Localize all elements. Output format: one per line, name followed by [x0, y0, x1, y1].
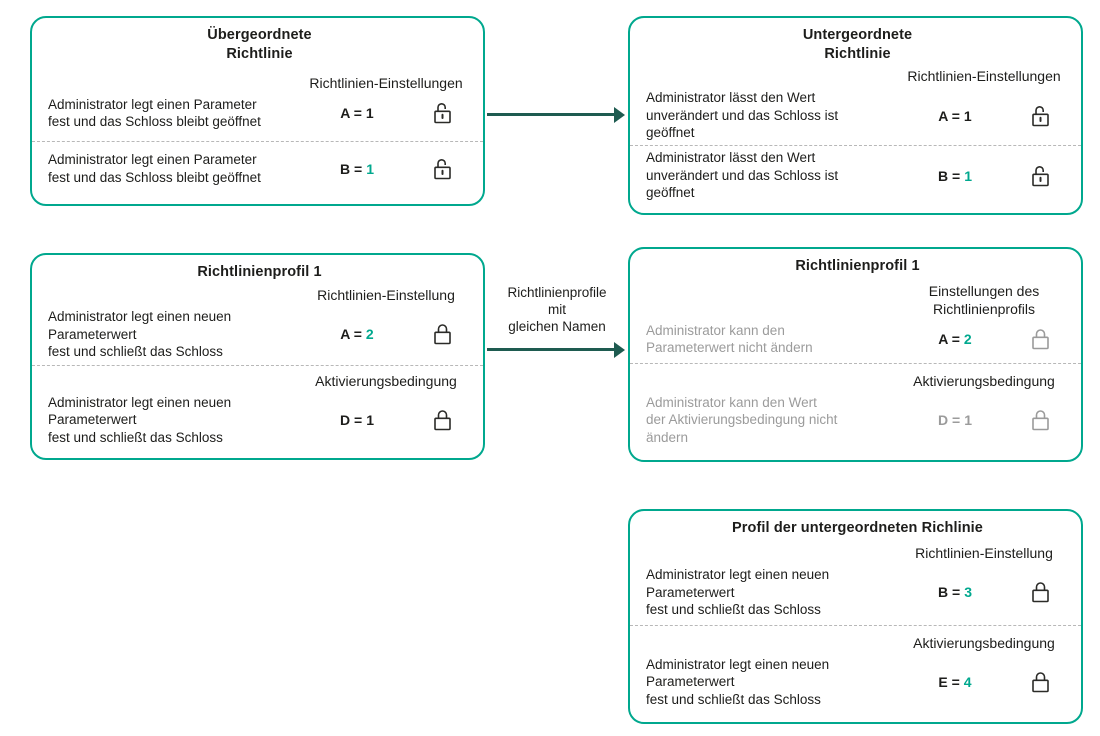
- policy-setting-section: Richtlinien-Einstellung Administrator le…: [48, 282, 471, 363]
- dashed-divider: [630, 145, 1081, 146]
- panel-title: Richtlinienprofil 1: [795, 258, 920, 274]
- profile-settings-section: Einstellungen des Richtlinienprofils Adm…: [646, 276, 1069, 361]
- arrow-label: Richtlinienprofile mit gleichen Namen: [507, 285, 607, 334]
- panel-title: Übergeordnete Richtlinie: [207, 27, 312, 62]
- parameter-number: 1: [964, 167, 972, 184]
- row-description: Administrator lässt den Wert unverändert…: [646, 150, 839, 201]
- parameter-value: E =4: [899, 674, 1011, 690]
- section-header: Aktivierungsbedingung: [913, 634, 1055, 651]
- row-description: Administrator legt einen Parameter fest …: [48, 96, 261, 130]
- open-lock-icon: [1011, 164, 1069, 188]
- parameter-value: A =1: [899, 108, 1011, 124]
- parameter-number: 3: [964, 584, 972, 601]
- section-header: Aktivierungsbedingung: [913, 372, 1055, 389]
- activation-condition-section: Aktivierungsbedingung Administrator kann…: [646, 366, 1069, 450]
- child-profile-panel: Profil der untergeordneten Richlinie Ric…: [628, 509, 1083, 724]
- parameter-number: 1: [366, 411, 374, 428]
- dashed-divider: [32, 140, 483, 142]
- policy-profile-panel: Richtlinienprofil 1 Richtlinien-Einstell…: [30, 253, 485, 460]
- open-lock-icon: [1011, 104, 1069, 128]
- policy-settings-section: Richtlinien-Einstellungen Administrator …: [48, 64, 471, 139]
- section-header: Aktivierungsbedingung: [315, 372, 457, 389]
- inherited-profile-panel: Richtlinienprofil 1 Einstellungen des Ri…: [628, 247, 1083, 462]
- parameter-name: B =: [340, 160, 363, 177]
- open-lock-icon: [413, 157, 471, 181]
- parameter-number: 1: [963, 107, 972, 124]
- parameter-value: D =1: [301, 412, 413, 428]
- section-header: Einstellungen des Richtlinienprofils: [928, 282, 1040, 317]
- parameter-number: 4: [963, 673, 972, 690]
- row-description: Administrator legt einen neuen Parameter…: [48, 309, 232, 359]
- section-header: Richtlinien-Einstellungen: [907, 68, 1061, 85]
- closed-lock-icon: [413, 408, 471, 432]
- row-description: Administrator kann den Wert der Aktivier…: [646, 394, 838, 445]
- parameter-name: A =: [938, 107, 960, 124]
- parameter-name: B =: [938, 167, 961, 184]
- dashed-divider: [630, 624, 1081, 626]
- parameter-number: 1: [964, 411, 972, 428]
- parameter-name: A =: [340, 105, 362, 122]
- policy-settings-section: Administrator legt einen Parameter fest …: [48, 144, 471, 195]
- closed-lock-icon: [1011, 580, 1069, 604]
- parameter-number: 2: [365, 326, 374, 343]
- parameter-number: 1: [366, 160, 374, 177]
- parameter-value: B =1: [301, 161, 413, 177]
- panel-title: Untergeordnete Richtlinie: [802, 27, 913, 62]
- row-description: Administrator legt einen neuen Parameter…: [48, 394, 232, 445]
- parameter-name: A =: [938, 331, 960, 348]
- activation-condition-section: Aktivierungsbedingung Administrator legt…: [48, 368, 471, 449]
- parameter-name: E =: [938, 673, 960, 690]
- parameter-value: D =1: [899, 412, 1011, 428]
- closed-lock-icon: [1011, 408, 1069, 432]
- dashed-divider: [32, 364, 483, 366]
- parameter-value: B =3: [899, 584, 1011, 600]
- parameter-value: A =1: [301, 105, 413, 121]
- parameter-number: 2: [963, 331, 972, 348]
- parameter-number: 1: [365, 105, 374, 122]
- dashed-divider: [630, 362, 1081, 364]
- row-description: Administrator kann den Parameterwert nic…: [646, 322, 813, 356]
- panel-title: Richtlinienprofil 1: [197, 264, 322, 280]
- row-description: Administrator lässt den Wert unverändert…: [646, 90, 839, 141]
- parameter-name: D =: [938, 411, 961, 428]
- closed-lock-icon: [413, 322, 471, 346]
- inheritance-arrow: [487, 106, 625, 123]
- panel-title: Profil der untergeordneten Richlinie: [732, 520, 983, 536]
- section-header: Richtlinien-Einstellung: [317, 287, 455, 303]
- parameter-name: B =: [938, 584, 961, 601]
- policy-settings-section: Administrator lässt den Wert unverändert…: [646, 148, 1069, 203]
- section-header: Richtlinien-Einstellungen: [309, 74, 463, 91]
- child-policy-panel: Untergeordnete Richtlinie Richtlinien-Ei…: [628, 16, 1083, 215]
- row-description: Administrator legt einen Parameter fest …: [48, 152, 261, 185]
- closed-lock-icon: [1011, 327, 1069, 351]
- open-lock-icon: [413, 101, 471, 125]
- closed-lock-icon: [1011, 670, 1069, 694]
- policy-setting-section: Richtlinien-Einstellung Administrator le…: [646, 538, 1069, 623]
- row-description: Administrator legt einen neuen Parameter…: [646, 567, 830, 617]
- parameter-name: A =: [340, 326, 362, 343]
- parameter-value: A =2: [899, 331, 1011, 347]
- profile-inheritance-arrow: [487, 341, 625, 358]
- section-header: Richtlinien-Einstellung: [915, 545, 1053, 561]
- row-description: Administrator legt einen neuen Parameter…: [646, 656, 830, 707]
- parent-policy-panel: Übergeordnete Richtlinie Richtlinien-Ein…: [30, 16, 485, 206]
- parameter-value: A =2: [301, 326, 413, 342]
- parameter-value: B =1: [899, 168, 1011, 184]
- activation-condition-section: Aktivierungsbedingung Administrator legt…: [646, 628, 1069, 713]
- policy-settings-section: Richtlinien-Einstellungen Administrator …: [646, 64, 1069, 143]
- parameter-name: D =: [340, 411, 363, 428]
